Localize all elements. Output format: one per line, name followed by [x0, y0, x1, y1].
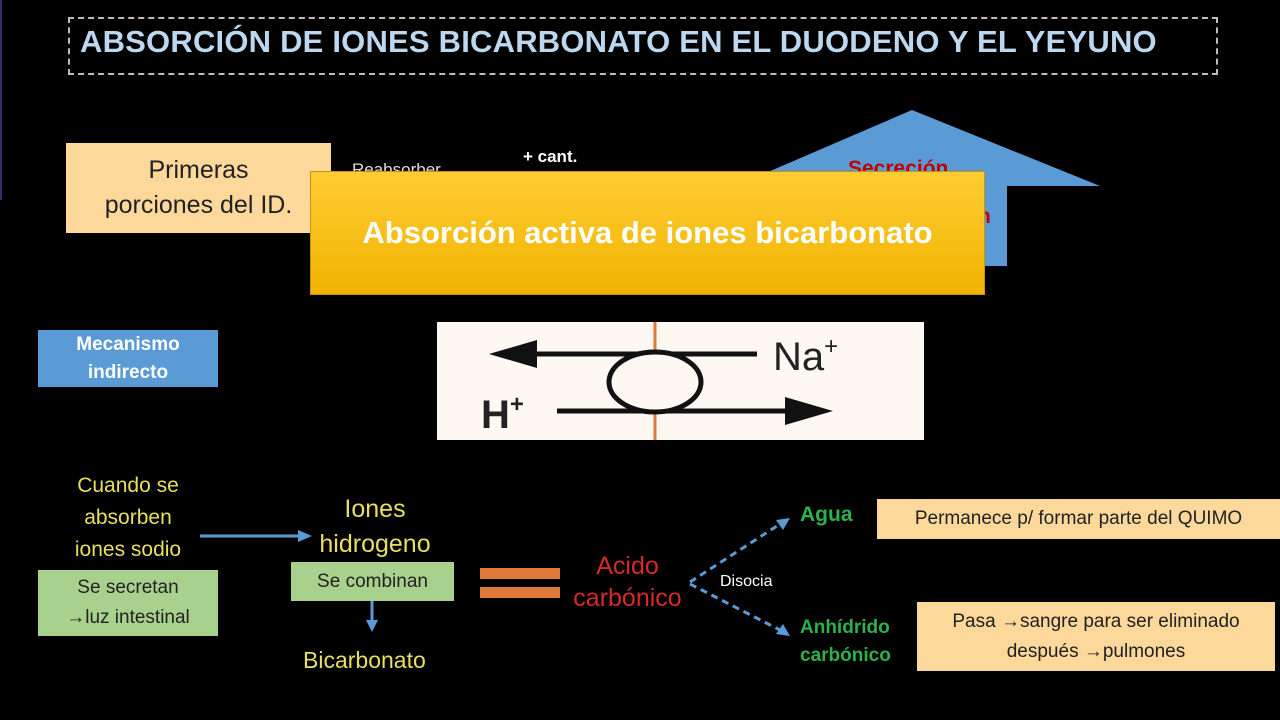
- primeras-porciones-box: Primeras porciones del ID.: [66, 143, 331, 233]
- h-arrow-head: [785, 397, 833, 425]
- iones-line2: hidrogeno: [319, 530, 431, 558]
- na-ion-label: Na+: [773, 333, 838, 379]
- cantidad-text: + cant.: [523, 147, 578, 166]
- blue-up-arrow-shape: [768, 110, 1100, 266]
- bicarbonato-text: Bicarbonato: [303, 647, 426, 673]
- mecanismo-line2: indirecto: [87, 361, 169, 383]
- se-combinan-box: Se combinan: [291, 562, 454, 601]
- primeras-line1: Primeras: [148, 156, 249, 184]
- cuando-to-iones-arrow-head: [298, 530, 312, 542]
- cuando-line1: Cuando se: [77, 474, 179, 497]
- permanece-quimo-box: Permanece p/ formar parte del QUIMO: [877, 499, 1280, 539]
- transporter-circle: [606, 349, 704, 415]
- se-secretan-box: Se secretan →luz intestinal: [38, 570, 218, 636]
- mecanismo-indirecto-box: Mecanismo indirecto: [38, 330, 218, 387]
- na-h-exchanger-figure: Na+ H+: [437, 322, 924, 440]
- page-title: ABSORCIÓN DE IONES BICARBONATO EN EL DUO…: [80, 24, 1157, 59]
- anhidrido-line1: Anhídrido: [800, 617, 890, 638]
- equals-bar-top: [480, 568, 560, 579]
- h-superscript: +: [510, 391, 524, 418]
- combinan-to-bicarbonato-arrow-head: [366, 620, 378, 632]
- h-ion-label: H+: [481, 391, 524, 437]
- cuando-line2: absorben: [84, 506, 172, 529]
- title-frame: [68, 17, 1218, 75]
- cuando-line3: iones sodio: [74, 538, 182, 561]
- secretan-line2: →luz intestinal: [66, 607, 190, 628]
- agua-text: Agua: [800, 503, 853, 526]
- iones-line1: Iones: [344, 495, 406, 523]
- to-anhidrido-dashed-arrow: [689, 582, 781, 632]
- exchanger-drawing: Na+ H+: [481, 322, 838, 440]
- secretan-line1: Se secretan: [77, 577, 179, 598]
- to-anhidrido-arrow-head: [776, 624, 790, 636]
- acido-line2: carbónico: [573, 584, 682, 612]
- cuando-se-absorben-text: Cuando se absorben iones sodio: [52, 470, 204, 566]
- equals-bar-bottom: [480, 587, 560, 598]
- mecanismo-line1: Mecanismo: [76, 333, 180, 355]
- disocia-label: Disocia: [720, 573, 773, 590]
- to-agua-arrow-head: [776, 518, 790, 530]
- pasa-sangre-box: Pasa →sangre para ser eliminado después …: [917, 602, 1275, 671]
- primeras-line2: porciones del ID.: [104, 191, 293, 219]
- to-agua-dashed-arrow: [689, 522, 781, 584]
- pasa-line2: después →pulmones: [1006, 640, 1186, 662]
- pasa-line1: Pasa →sangre para ser eliminado: [952, 610, 1240, 632]
- na-arrow-head: [489, 340, 537, 368]
- na-superscript: +: [824, 333, 838, 360]
- acido-carbonico-text: Acido carbónico: [560, 550, 695, 614]
- iones-hidrogeno-text: Iones hidrogeno: [300, 492, 450, 562]
- acido-line1: Acido: [596, 552, 659, 580]
- anhidrido-carbonico-text: Anhídrido carbónico: [800, 614, 891, 670]
- left-edge-accent: [0, 0, 2, 200]
- absorcion-activa-box: Absorción activa de iones bicarbonato: [310, 171, 985, 295]
- anhidrido-line2: carbónico: [800, 645, 891, 666]
